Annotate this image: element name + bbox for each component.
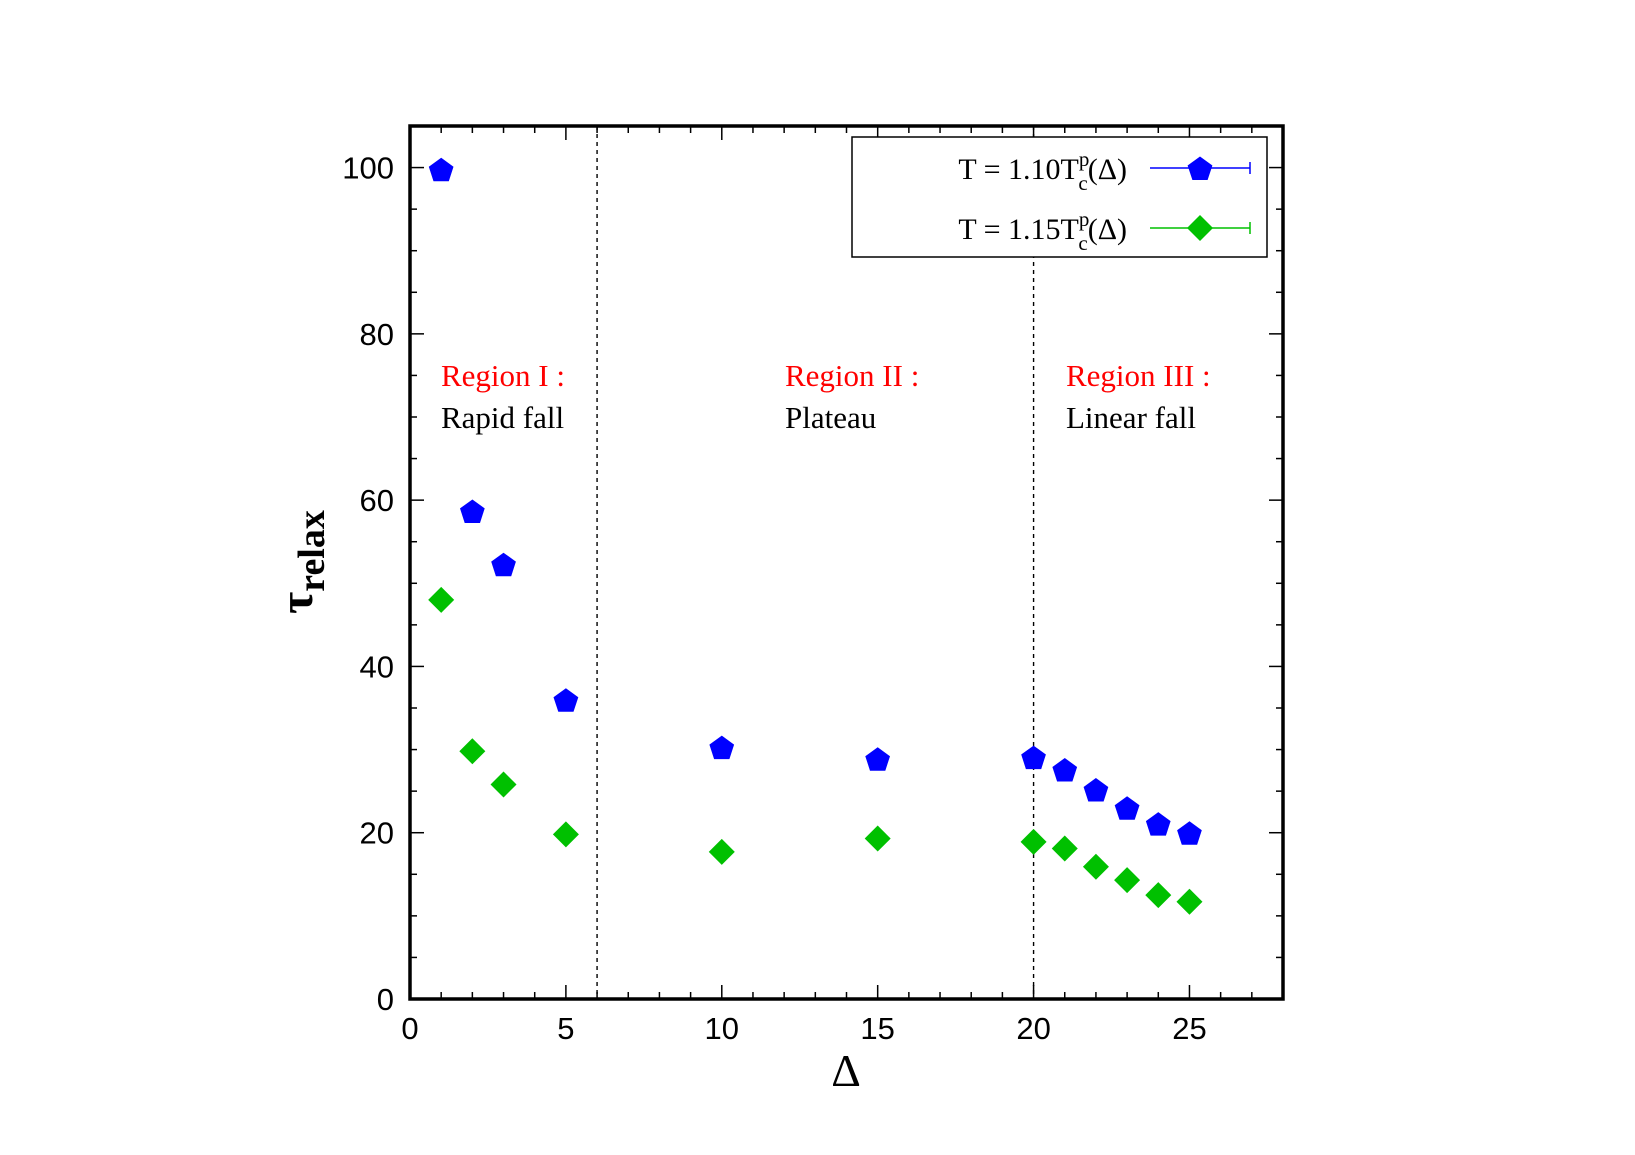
data-point-series-1 bbox=[491, 552, 516, 577]
region-1-title: Region I : bbox=[441, 358, 565, 393]
data-point-series-1 bbox=[1021, 745, 1046, 770]
data-point-series-1 bbox=[709, 735, 735, 760]
region-2-title: Region II : bbox=[785, 358, 919, 393]
region-dividers bbox=[596, 126, 1035, 999]
data-point-series-1 bbox=[1145, 812, 1171, 836]
data-point-series-2 bbox=[1176, 888, 1203, 915]
legend-marker-series-1 bbox=[1187, 156, 1213, 180]
data-point-series-1 bbox=[428, 157, 454, 182]
data-point-series-1 bbox=[1083, 778, 1109, 802]
y-tick-label: 60 bbox=[360, 483, 394, 518]
data-point-series-1 bbox=[1177, 821, 1202, 845]
region-3-title: Region III : bbox=[1066, 358, 1211, 393]
data-point-series-1 bbox=[865, 747, 890, 771]
data-point-series-1 bbox=[553, 688, 579, 712]
x-axis-title: Δ bbox=[831, 1045, 861, 1096]
data-point-series-2 bbox=[864, 825, 891, 852]
data-point-series-2 bbox=[552, 821, 579, 848]
region-3-desc: Linear fall bbox=[1066, 400, 1196, 435]
y-tick-label: 40 bbox=[360, 649, 394, 684]
x-tick-label: 15 bbox=[860, 1011, 894, 1046]
region-1-desc: Rapid fall bbox=[441, 400, 564, 435]
data-point-series-2 bbox=[459, 738, 486, 765]
y-tick-label: 100 bbox=[342, 151, 394, 186]
y-tick-label: 80 bbox=[360, 317, 394, 352]
data-point-series-1 bbox=[460, 499, 485, 523]
legend-marker-series-2 bbox=[1187, 215, 1213, 241]
y-tick-label: 0 bbox=[377, 982, 394, 1017]
region-2-desc: Plateau bbox=[785, 400, 876, 435]
data-point-series-1 bbox=[1052, 758, 1078, 782]
data-point-series-2 bbox=[1020, 828, 1047, 855]
x-tick-label: 0 bbox=[401, 1011, 418, 1046]
data-point-series-2 bbox=[490, 771, 517, 798]
tick-labels: 0 5 10 15 20 25 0 20 40 60 80 100 bbox=[342, 151, 1206, 1046]
data-point-series-2 bbox=[708, 838, 735, 865]
legend-swatches bbox=[1150, 156, 1251, 241]
data-point-series-1 bbox=[1114, 796, 1140, 820]
y-tick-label: 20 bbox=[360, 816, 394, 851]
data-markers bbox=[428, 157, 1203, 915]
x-tick-label: 10 bbox=[705, 1011, 739, 1046]
data-point-series-2 bbox=[1145, 882, 1172, 909]
data-point-series-2 bbox=[428, 586, 455, 613]
data-point-series-2 bbox=[1051, 835, 1078, 862]
y-axis-title: τrelax bbox=[270, 510, 333, 614]
data-point-series-2 bbox=[1082, 853, 1109, 880]
data-point-series-2 bbox=[1114, 867, 1141, 894]
x-tick-label: 5 bbox=[557, 1011, 574, 1046]
x-tick-label: 25 bbox=[1172, 1011, 1206, 1046]
x-tick-label: 20 bbox=[1016, 1011, 1050, 1046]
